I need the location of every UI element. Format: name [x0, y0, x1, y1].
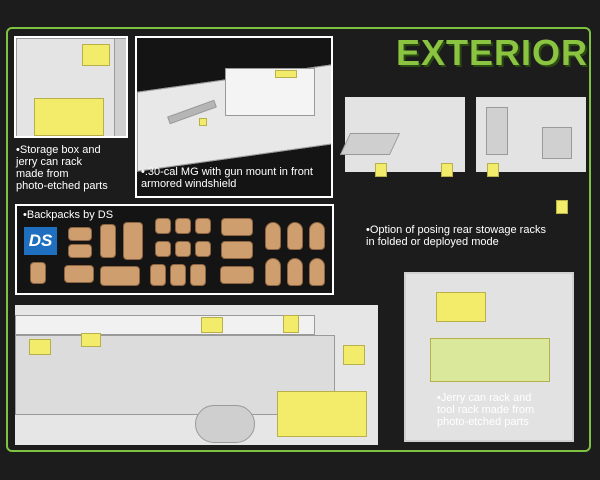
- rear-rack-folded-tab-2: [556, 200, 568, 214]
- ds-logo: DS: [24, 227, 57, 255]
- storage-box-photo: [14, 36, 128, 138]
- rear-racks-caption: •Option of posing rear stowage racks in …: [366, 224, 546, 248]
- rear-rack-deployed-tab-2: [441, 163, 453, 177]
- mg-mount-caption: •.30-cal MG with gun mount in front armo…: [141, 166, 313, 190]
- page-title: EXTERIOR: [395, 32, 588, 73]
- hull-side-photo: [15, 305, 378, 445]
- jerry-can-rack-photo: [404, 272, 574, 442]
- rear-rack-deployed-photo: [339, 97, 465, 175]
- storage-box-caption: •Storage box and jerry can rack made fro…: [16, 144, 108, 192]
- rear-rack-deployed-tab: [375, 163, 387, 177]
- jerry-can-rack-caption: •Jerry can rack and tool rack made from …: [437, 392, 535, 428]
- rear-rack-folded-photo: [476, 97, 586, 172]
- backpacks-caption: •Backpacks by DS: [23, 209, 114, 221]
- mg-mount-photo: [135, 36, 333, 198]
- rear-rack-folded-tab: [487, 163, 499, 177]
- page-frame: [6, 27, 591, 452]
